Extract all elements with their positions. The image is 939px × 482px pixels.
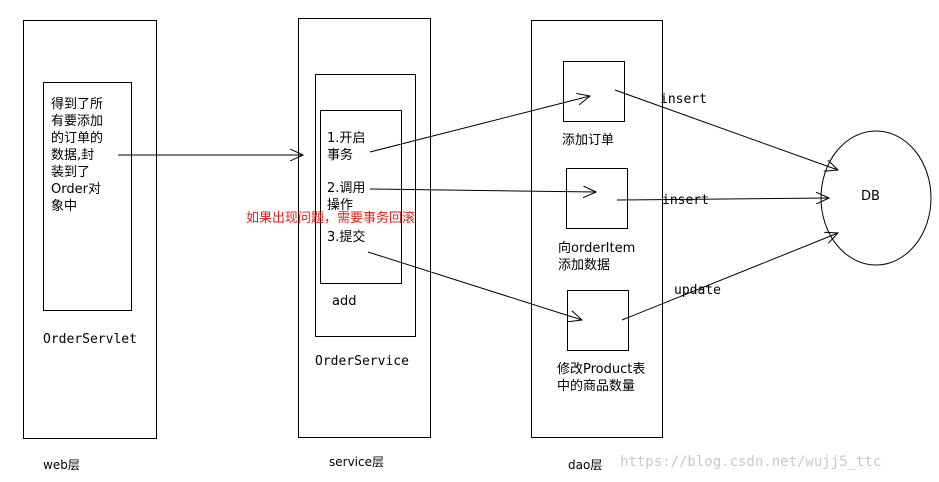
dao-layer-label: dao层 — [568, 458, 603, 472]
add-order-box — [563, 61, 625, 122]
arrow-invoke-to-add-item — [369, 189, 596, 192]
watermark-url: https://blog.csdn.net/wujj5_ttc — [620, 454, 882, 470]
add-order-item-box — [566, 168, 628, 229]
db-label: DB — [861, 189, 880, 204]
edge-label-insert-item: insert — [662, 193, 709, 208]
order-servlet-label: OrderServlet — [43, 332, 137, 347]
web-layer-box — [23, 20, 157, 439]
servlet-data-description: 得到了所 有要添加 的订单的 数据,封 装到了 Order对 象中 — [51, 97, 104, 214]
arrow-order-to-db — [614, 89, 838, 170]
arrow-begin-to-add-order — [369, 96, 590, 153]
arrow-item-to-db — [616, 198, 829, 200]
arrow-product-to-db — [621, 233, 838, 321]
edge-label-insert-order: insert — [660, 92, 707, 107]
update-product-box — [567, 290, 629, 351]
add-method-box — [320, 110, 402, 284]
step-begin-transaction: 1.开启 事务 — [327, 131, 366, 163]
add-order-item-label: 向orderItem 添加数据 — [558, 241, 636, 273]
service-inner-box — [315, 74, 416, 337]
update-product-label: 修改Product表 中的商品数量 — [557, 362, 646, 394]
rollback-note: 如果出现问题，需要事务回滚 — [246, 211, 416, 226]
servlet-data-box — [43, 82, 132, 311]
dao-layer-box — [531, 20, 663, 438]
step-commit: 3.提交 — [327, 230, 366, 245]
web-layer-label: web层 — [43, 458, 80, 472]
arrow-commit-to-update — [367, 251, 582, 320]
edge-label-update: update — [674, 283, 721, 298]
order-service-label: OrderService — [315, 354, 409, 369]
step-invoke-operation: 2.调用 操作 — [327, 181, 366, 213]
add-method-label: add — [332, 294, 357, 309]
add-order-label: 添加订单 — [562, 133, 615, 148]
service-layer-label: service层 — [329, 455, 384, 469]
service-layer-box — [298, 18, 431, 438]
